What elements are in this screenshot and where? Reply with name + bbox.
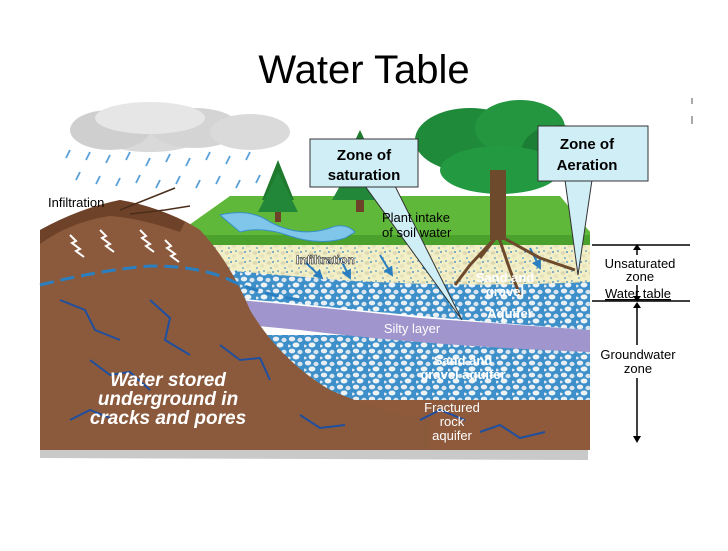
label-infiltration-left: Infiltration [48,195,104,210]
label-sand-gravel-2: gravel [486,284,524,299]
label-aquifer: Aquifer [487,306,533,321]
scale-water-table: Water table [605,286,671,301]
label-stored-3: cracks and pores [90,408,246,429]
scale-groundwater-1: Groundwater [600,347,676,362]
rain-cloud [70,102,290,152]
label-sg-aquifer-2: gravel aquifer [420,367,505,382]
label-plant-intake-2: of soil water [382,225,452,240]
label-stored-1: Water stored [110,370,226,391]
label-infiltration-mid: Infiltration [296,253,355,267]
label-plant-intake-1: Plant intake [382,210,450,225]
block-shadow [40,450,588,460]
label-fractured-3: aquifer [432,428,472,443]
label-sand-gravel-1: Sand and [476,270,535,285]
label-fractured-1: Fractured [424,400,480,415]
label-sg-aquifer-1: Sand and [434,353,493,368]
callout-saturation-line2: saturation [328,167,401,184]
label-fractured-2: rock [440,414,465,429]
label-stored-2: underground in [98,389,238,410]
callout-saturation-line1: Zone of [337,147,392,164]
label-silty-layer: Silty layer [384,321,441,336]
callout-aeration-line2: Aeration [557,157,618,174]
rain-drops [66,150,260,188]
scale-groundwater-2: zone [624,361,652,376]
scale-unsaturated-2: zone [626,269,654,284]
callout-aeration-line1: Zone of [560,136,615,153]
